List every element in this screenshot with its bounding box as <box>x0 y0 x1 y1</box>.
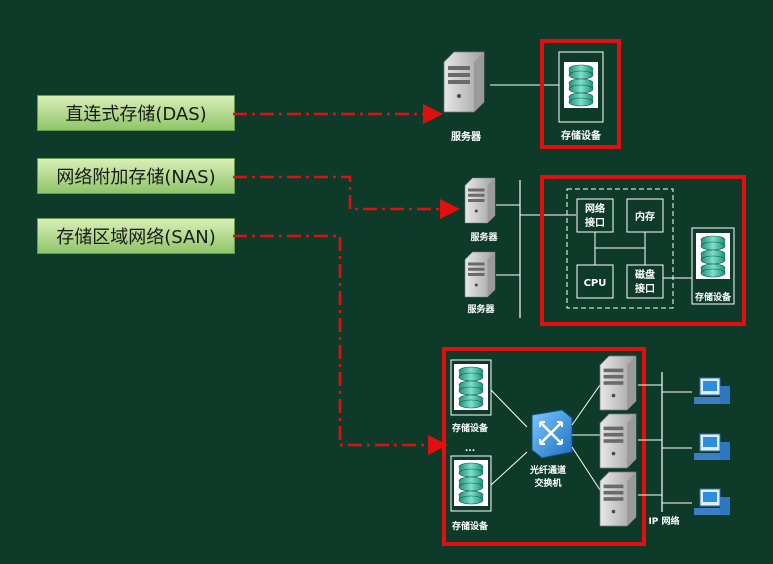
nas-section: 服务器 服务器 网络 接口 内存 CPU 磁盘 接口 存储设备 <box>233 175 746 326</box>
das-section: 服务器 存储设备 <box>233 39 621 149</box>
ip-network-caption: IP 网络 <box>648 515 679 527</box>
das-label: 直连式存储(DAS) <box>37 95 235 131</box>
san-server2-icon <box>599 413 637 469</box>
nas-arrow <box>233 175 460 219</box>
fc-switch-icon <box>531 409 573 459</box>
nas-server2-caption: 服务器 <box>467 303 495 315</box>
client-pc-3-icon <box>693 488 731 516</box>
nas-server1-caption: 服务器 <box>470 231 498 243</box>
nas-net-iface-line1: 网络 <box>585 202 605 215</box>
san-storage-bottom-icon <box>453 459 489 507</box>
nas-cpu-text: CPU <box>584 278 607 289</box>
nas-net-iface-line2: 接口 <box>585 216 605 229</box>
san-arrow <box>233 234 448 455</box>
nas-label: 网络附加存储(NAS) <box>37 158 235 194</box>
das-highlight-box <box>540 39 621 149</box>
san-storage-top-icon <box>453 363 489 411</box>
san-storage-bottom-caption: 存储设备 <box>452 520 489 532</box>
san-server1-icon <box>599 355 637 411</box>
das-storage-caption: 存储设备 <box>561 129 602 142</box>
san-section: 存储设备 ... 存储设备 光纤通道 交换机 <box>233 234 731 546</box>
nas-memory-text: 内存 <box>635 210 655 223</box>
nas-server1-icon <box>464 177 496 224</box>
das-storage-icon <box>563 61 599 109</box>
san-ellipsis: ... <box>465 444 475 454</box>
das-server-caption: 服务器 <box>451 130 482 143</box>
client-pc-2-icon <box>693 433 731 461</box>
san-server3-icon <box>599 471 637 527</box>
nas-storage-caption: 存储设备 <box>695 291 732 303</box>
fc-switch-caption-line2: 交换机 <box>534 477 561 489</box>
nas-disk-iface-line2: 接口 <box>635 282 655 295</box>
san-highlight-box <box>442 347 646 546</box>
client-pc-1-icon <box>693 377 731 405</box>
nas-disk-iface-line1: 磁盘 <box>635 268 655 281</box>
san-label: 存储区域网络(SAN) <box>37 218 235 254</box>
san-storage-top-caption: 存储设备 <box>452 422 489 434</box>
fc-switch-caption-line1: 光纤通道 <box>529 464 566 476</box>
nas-server2-icon <box>464 251 496 298</box>
nas-storage-icon <box>695 232 731 280</box>
nas-highlight-box <box>540 175 746 326</box>
nas-internal-box <box>566 188 674 309</box>
das-server-icon <box>443 51 485 113</box>
